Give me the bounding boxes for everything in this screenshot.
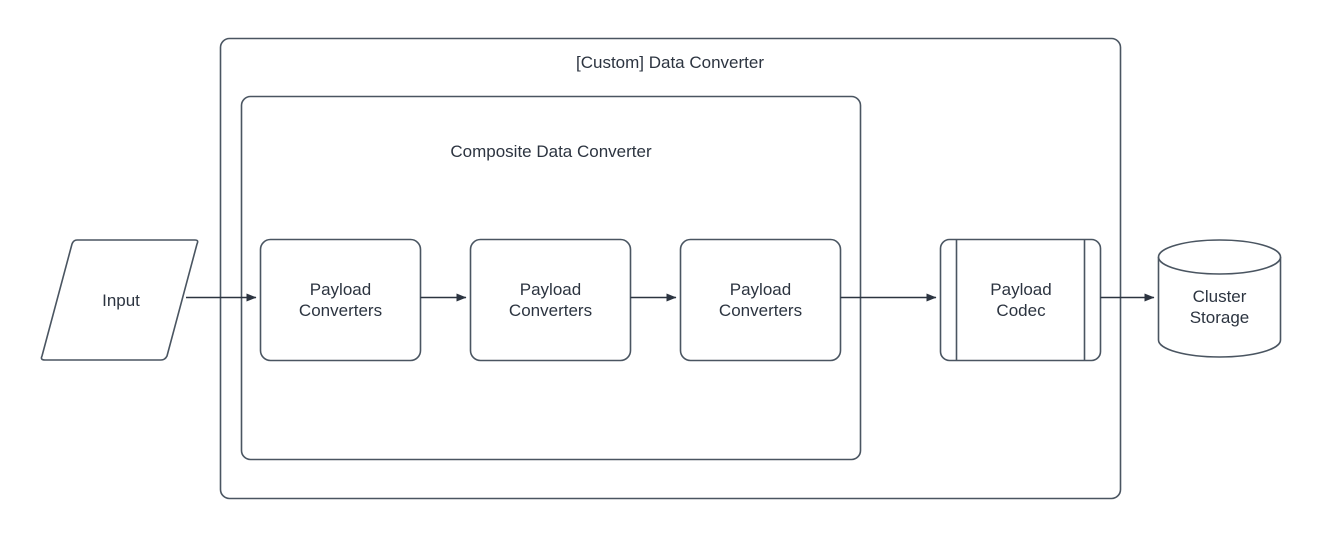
node-payload-codec-shape[interactable] bbox=[939, 238, 1102, 362]
node-input-shape[interactable] bbox=[40, 239, 199, 361]
node-payload-converters-3-shape[interactable] bbox=[679, 238, 842, 362]
node-payload-converters-2-shape[interactable] bbox=[469, 238, 632, 362]
node-cluster-storage-shape[interactable] bbox=[1157, 239, 1282, 358]
node-payload-converters-1-shape[interactable] bbox=[259, 238, 422, 362]
